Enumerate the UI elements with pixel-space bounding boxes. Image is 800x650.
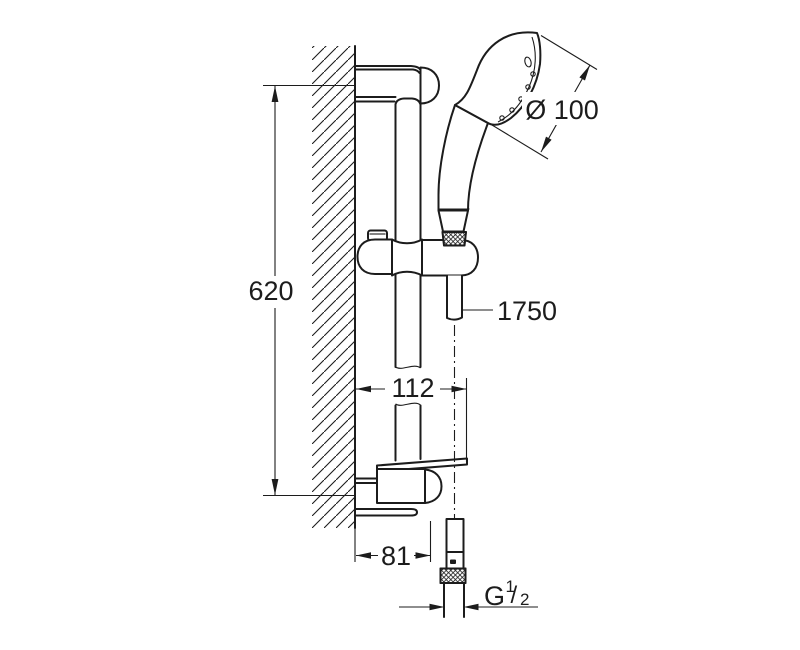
rail-height-label: 620 <box>248 276 293 306</box>
bottom-mount-soap-dish <box>354 457 468 517</box>
arrowhead <box>579 65 590 81</box>
shower-head <box>454 31 542 126</box>
dimension-head-diameter: Ø 100 <box>491 35 602 160</box>
holder-clamp <box>391 238 423 277</box>
arrowhead <box>541 136 552 152</box>
dimension-thread-size: G 1 / 2 <box>399 577 538 611</box>
spray-face-hole <box>524 56 532 68</box>
label-mask <box>385 374 440 402</box>
rail-break-line <box>395 402 421 406</box>
arrowhead-down <box>271 479 279 495</box>
handle-cone <box>437 209 469 233</box>
connector-slot <box>450 559 456 564</box>
dimension-hose-length: 1750 <box>463 296 557 326</box>
slide-holder <box>356 229 479 321</box>
cone-knurled-nut <box>441 231 467 247</box>
wall-section <box>312 45 356 562</box>
hand-shower <box>437 31 542 247</box>
arrowhead-up <box>271 86 279 102</box>
label-mask <box>246 276 296 308</box>
hose-outlet-stub <box>446 275 463 321</box>
extension-line <box>491 124 549 160</box>
bottom-glide-body <box>376 468 426 504</box>
holder-right-body <box>421 239 479 277</box>
label-mask <box>522 92 602 125</box>
head-diameter-label: Ø 100 <box>525 95 599 125</box>
thread-denominator-label: 2 <box>520 590 529 609</box>
spray-face-inner-line <box>497 36 536 123</box>
label-mask <box>378 542 414 568</box>
nozzle <box>530 71 536 77</box>
hose-length-label: 1750 <box>497 296 557 326</box>
arrowhead-right <box>451 385 467 393</box>
nozzle <box>525 84 531 90</box>
mount-arm-top-inner <box>354 68 421 74</box>
lower-wall-offset-label: 81 <box>381 541 411 571</box>
arrowhead-left <box>356 552 371 559</box>
holder-left-body <box>356 238 393 275</box>
arrowhead-left <box>356 385 371 393</box>
arrowhead-right <box>429 603 445 611</box>
nozzle <box>499 115 505 121</box>
dimension-lower-wall-offset: 81 <box>356 521 432 571</box>
rail-top-shoulder <box>394 97 422 106</box>
hand-shower-handle <box>437 104 489 212</box>
slide-rail <box>394 103 422 462</box>
dimension-rail-height: 620 <box>246 84 354 497</box>
thread-prefix-label: G <box>484 581 505 611</box>
shower-hose <box>439 325 467 618</box>
mount-end-cap <box>419 66 440 105</box>
bottom-mount-bar <box>354 508 418 517</box>
connector-knurled-nut <box>439 567 467 584</box>
thread-numerator-label: 1 <box>506 577 515 596</box>
dimension-upper-wall-offset: 112 <box>356 373 468 462</box>
arrowhead-right <box>415 552 431 559</box>
bottom-glide-cap <box>424 468 443 504</box>
thread-slash: / <box>511 582 518 609</box>
top-wall-mount <box>354 65 440 106</box>
rail-break-line <box>395 365 421 369</box>
upper-wall-offset-label: 112 <box>391 373 434 403</box>
wall-hatching <box>312 46 355 528</box>
extension-line <box>540 35 598 70</box>
nozzle <box>509 107 515 113</box>
arrowhead-left <box>463 603 479 611</box>
